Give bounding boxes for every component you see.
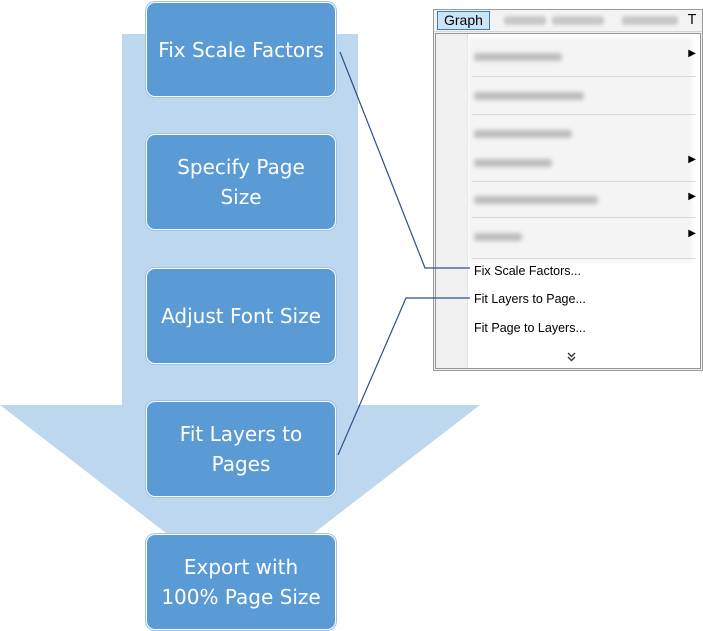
step-fit-layers-to-pages: Fit Layers to Pages — [146, 401, 336, 497]
menu-bar: Graph T — [434, 10, 702, 32]
submenu-arrow-icon: ▶ — [688, 191, 696, 202]
menu-truncated-item[interactable]: T — [688, 13, 696, 28]
submenu-arrow-icon: ▶ — [688, 228, 696, 239]
menu-item-fit-page-to-layers[interactable]: Fit Page to Layers... — [474, 321, 586, 335]
blurred-menu-item[interactable] — [474, 233, 522, 241]
step-label-line: Fit Layers to — [179, 422, 303, 446]
step-fix-scale-factors: Fix Scale Factors — [146, 2, 336, 97]
menu-blurred-item[interactable] — [504, 16, 546, 25]
menu-separator — [472, 76, 696, 77]
step-label-line: Specify Page — [177, 155, 305, 179]
step-label-line: Pages — [211, 452, 271, 476]
menu-icon-gutter — [436, 34, 468, 368]
graph-menu-screenshot: Graph T ▶ ▶ ▶ ▶ Fix Scale Factors... Fit… — [433, 9, 703, 371]
submenu-arrow-icon: ▶ — [688, 48, 696, 59]
menu-separator — [472, 181, 696, 182]
blurred-menu-region — [468, 38, 692, 262]
menu-item-fix-scale-factors[interactable]: Fix Scale Factors... — [474, 264, 581, 278]
submenu-arrow-icon: ▶ — [688, 154, 696, 165]
blurred-menu-item[interactable] — [474, 53, 562, 61]
menu-blurred-item[interactable] — [622, 16, 678, 25]
menu-graph[interactable]: Graph — [437, 11, 490, 30]
step-label-line: Size — [220, 185, 262, 209]
graph-dropdown-menu: ▶ ▶ ▶ ▶ Fix Scale Factors... Fit Layers … — [435, 33, 701, 369]
step-label-line: 100% Page Size — [161, 585, 321, 609]
blurred-menu-item[interactable] — [474, 92, 584, 100]
step-specify-page-size: Specify Page Size — [146, 134, 336, 230]
blurred-menu-item[interactable] — [474, 196, 598, 204]
menu-separator — [472, 114, 696, 115]
blurred-menu-item[interactable] — [474, 159, 552, 167]
step-export-100-percent: Export with 100% Page Size — [146, 534, 336, 630]
step-label-line: Export with — [183, 555, 299, 579]
menu-separator — [472, 258, 696, 259]
menu-item-fit-layers-to-page[interactable]: Fit Layers to Page... — [474, 292, 586, 306]
double-chevron-down-icon[interactable] — [567, 352, 576, 365]
menu-blurred-item[interactable] — [552, 16, 604, 25]
step-label: Adjust Font Size — [161, 304, 321, 328]
blurred-menu-item[interactable] — [474, 130, 572, 138]
step-label: Fix Scale Factors — [158, 37, 324, 62]
step-adjust-font-size: Adjust Font Size — [146, 268, 336, 364]
menu-separator — [472, 217, 696, 218]
